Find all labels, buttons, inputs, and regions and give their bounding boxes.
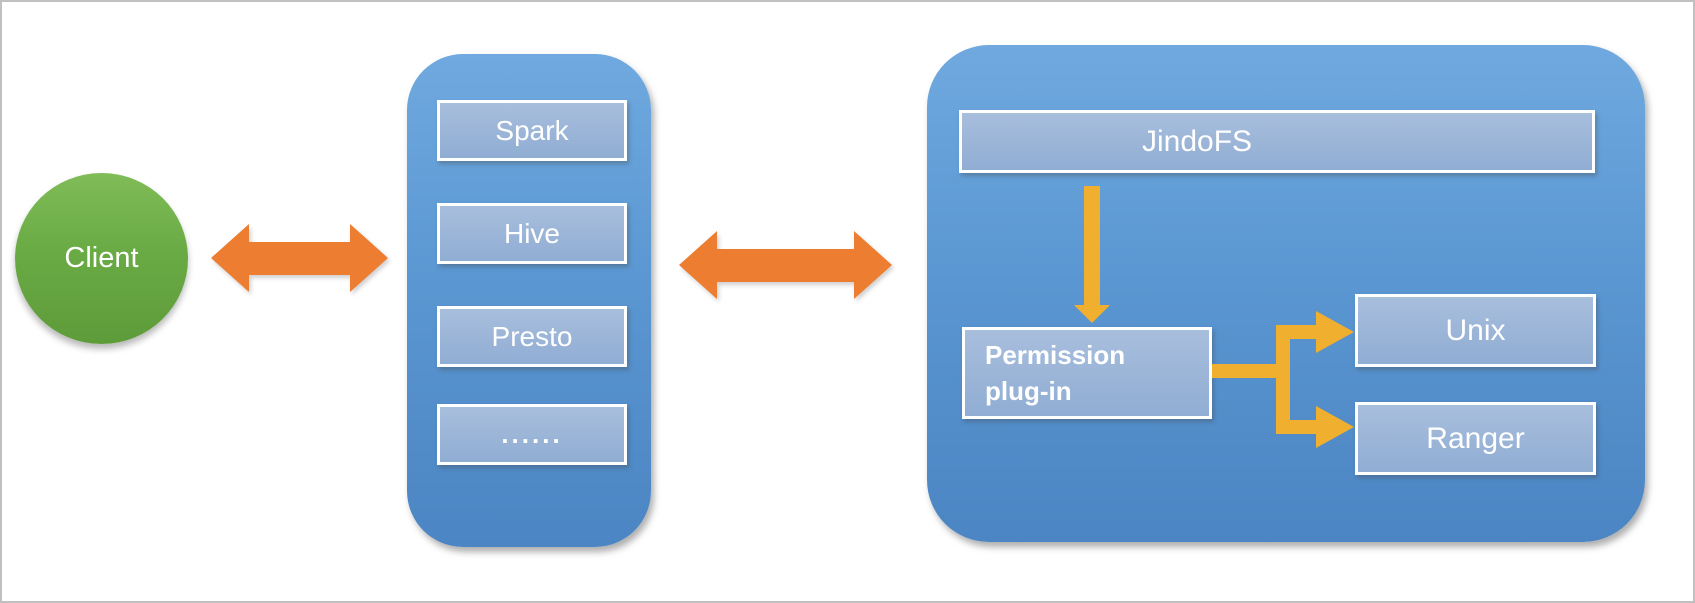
arrowhead-right-icon xyxy=(350,224,388,292)
arrowhead-left-icon xyxy=(211,224,249,292)
client-label: Client xyxy=(64,242,139,274)
arrow-shaft xyxy=(249,241,350,275)
compute-item-spark: Spark xyxy=(437,100,627,161)
unix-label: Unix xyxy=(1445,313,1506,347)
ranger-arrowhead-icon xyxy=(1316,406,1354,448)
arrow-shaft xyxy=(717,248,854,282)
client-compute-double-arrow-icon xyxy=(211,224,388,292)
ranger-label: Ranger xyxy=(1426,421,1525,455)
connector-vertical-line xyxy=(1276,325,1290,434)
unix-box: Unix xyxy=(1355,294,1596,367)
compute-item-ellipsis: ...... xyxy=(437,404,627,465)
unix-arrowhead-icon xyxy=(1316,311,1354,353)
arrowhead-right-icon xyxy=(854,231,892,299)
compute-jindofs-double-arrow-icon xyxy=(679,231,892,299)
compute-item-label: ...... xyxy=(501,419,563,449)
connector-feed-line xyxy=(1212,364,1284,378)
compute-item-label: Spark xyxy=(495,114,569,146)
compute-item-label: Presto xyxy=(491,320,573,352)
connector-ranger-shaft xyxy=(1276,420,1318,434)
jindofs-box: JindoFS xyxy=(959,110,1595,173)
ranger-box: Ranger xyxy=(1355,402,1596,475)
compute-item-presto: Presto xyxy=(437,306,627,367)
connector-unix-shaft xyxy=(1276,325,1318,339)
client-node: Client xyxy=(15,173,188,344)
jindofs-label: JindoFS xyxy=(1141,124,1253,158)
arrowhead-left-icon xyxy=(679,231,717,299)
compute-item-hive: Hive xyxy=(437,203,627,264)
permission-plugin-label: Permission plug-in xyxy=(985,340,1126,406)
down-arrowhead-icon xyxy=(1074,305,1110,323)
down-arrow-icon xyxy=(1084,186,1100,306)
compute-item-label: Hive xyxy=(503,217,560,249)
permission-plugin-box: Permission plug-in xyxy=(962,327,1212,419)
